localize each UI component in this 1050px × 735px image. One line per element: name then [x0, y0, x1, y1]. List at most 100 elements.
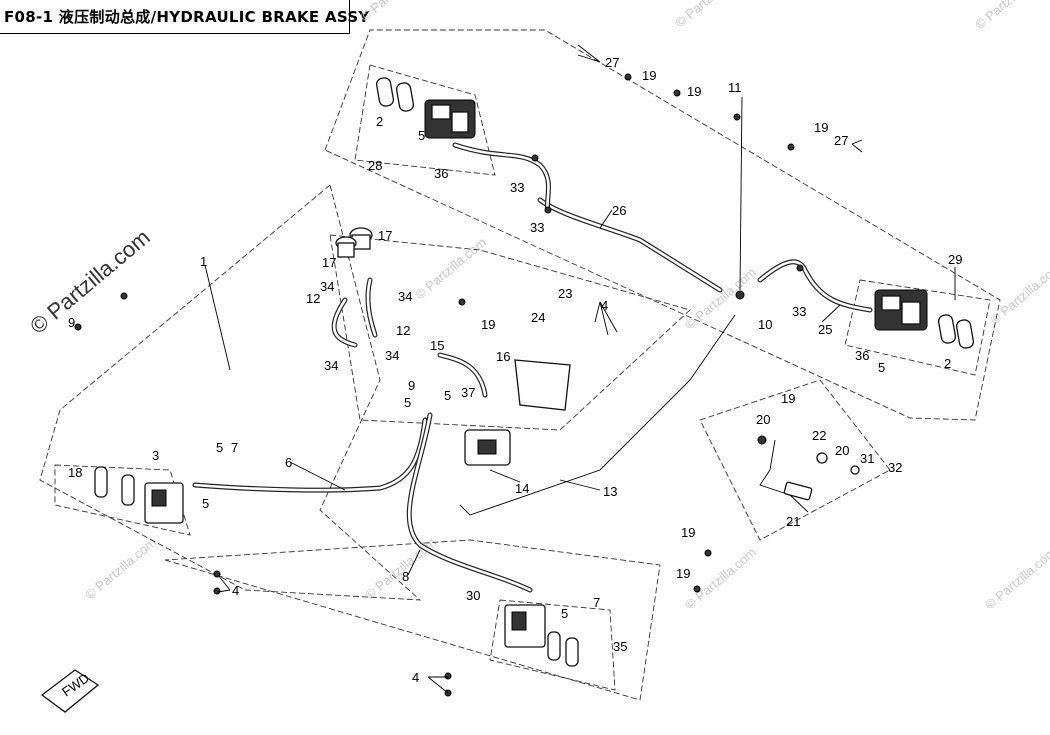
brake-pad-fl-2 — [395, 82, 415, 112]
outline-front-left — [39, 184, 422, 601]
outline-caliper-rear — [489, 599, 616, 691]
brake-pad-fr-2 — [955, 319, 975, 349]
bracket-16 — [514, 359, 571, 411]
callout-5-left-b: 5 — [202, 496, 209, 511]
callout-36-right: 36 — [855, 348, 869, 363]
callout-35: 35 — [613, 639, 627, 654]
callout-19-d: 19 — [481, 317, 495, 332]
callout-15: 15 — [430, 338, 444, 353]
callout-4-left: 4 — [232, 583, 239, 598]
brake-pad-35-1 — [547, 631, 561, 661]
callout-34-d: 14 — [515, 481, 529, 496]
callout-33-a: 33 — [510, 180, 524, 195]
callout-33-c: 33 — [792, 304, 806, 319]
callout-30: 30 — [466, 588, 480, 603]
callout-11: 11 — [728, 80, 742, 95]
brake-pad-fl-1 — [375, 77, 395, 107]
callout-32: 32 — [888, 460, 902, 475]
watermark-top2: © Partzilla.com — [672, 0, 749, 30]
callout-2-top: 2 — [376, 114, 383, 129]
callout-labels: 27 19 19 11 2 5 28 36 33 33 26 19 27 29 … — [68, 55, 962, 685]
callout-1: 1 — [200, 254, 207, 269]
fwd-arrow — [40, 669, 100, 713]
callout-5-top: 5 — [418, 128, 425, 143]
callout-5-right: 5 — [878, 360, 885, 375]
callout-4-bottom: 4 — [412, 670, 419, 685]
outline-main-top — [324, 29, 1001, 421]
callout-19-b: 19 — [687, 84, 701, 99]
callout-27-top: 27 — [605, 55, 619, 70]
callout-34-left: 34 — [324, 358, 338, 373]
outline-caliper-left — [54, 464, 191, 536]
pipe-13 — [459, 314, 736, 516]
dashed-outlines — [39, 29, 1001, 701]
outline-caliper-fl — [354, 64, 496, 176]
callout-16: 16 — [496, 349, 510, 364]
callout-4-mid: 4 — [601, 298, 608, 313]
leader-lines — [204, 44, 956, 694]
callout-20-b: 20 — [835, 443, 849, 458]
callout-5-mid-a: 5 — [404, 395, 411, 410]
callout-2-right: 2 — [944, 356, 951, 371]
callout-19-f: 19 — [681, 525, 695, 540]
callout-10: 10 — [758, 317, 772, 332]
callout-14-a: 34 — [320, 279, 334, 294]
callout-26: 26 — [612, 203, 626, 218]
callout-24: 24 — [531, 310, 545, 325]
callout-12-a: 12 — [306, 291, 320, 306]
callout-25: 25 — [818, 322, 832, 337]
callout-8: 8 — [402, 569, 409, 584]
callout-13: 13 — [603, 484, 617, 499]
callout-18: 18 — [68, 465, 82, 480]
watermark-low1: © Partzilla.com — [82, 534, 159, 602]
callout-5-mid-b: 5 — [444, 388, 451, 403]
callout-17-b: 17 — [322, 255, 336, 270]
callout-5-left-a: 5 — [216, 440, 223, 455]
watermark-low3: © Partzilla.com — [682, 544, 759, 612]
callout-17-a: 17 — [378, 228, 392, 243]
watermark-top: © Partzilla.com — [357, 0, 434, 24]
callout-28: 28 — [368, 158, 382, 173]
callout-9-mid: 9 — [408, 378, 415, 393]
callout-33-b: 33 — [530, 220, 544, 235]
callout-5-bottom: 5 — [561, 606, 568, 621]
callout-23: 23 — [558, 286, 572, 301]
callout-36-top: 36 — [434, 166, 448, 181]
diagram-title: F08-1 液压制动总成/HYDRAULIC BRAKE ASSY — [4, 8, 370, 26]
title-box: F08-1 液压制动总成/HYDRAULIC BRAKE ASSY — [0, 0, 369, 34]
callout-19-a: 19 — [642, 68, 656, 83]
callout-3: 3 — [152, 448, 159, 463]
outline-pedal — [699, 379, 891, 541]
callout-6: 6 — [285, 455, 292, 470]
brake-lines — [192, 142, 873, 593]
callout-19-e: 19 — [781, 391, 795, 406]
callout-27-right: 27 — [834, 133, 848, 148]
watermark-large: © Partzilla.com — [25, 224, 155, 338]
callout-7-left: 7 — [231, 440, 238, 455]
callout-21: 21 — [786, 514, 800, 529]
callout-20-a: 20 — [756, 412, 770, 427]
callout-37: 37 — [461, 385, 475, 400]
brake-pad-18-1 — [94, 466, 108, 498]
brake-pedal — [759, 439, 791, 496]
brake-pad-35-2 — [565, 637, 579, 667]
callout-31: 31 — [860, 451, 874, 466]
callout-29: 29 — [948, 252, 962, 267]
parts: FWD — [40, 73, 975, 713]
callout-19-g: 19 — [676, 566, 690, 581]
brake-pad-fr-1 — [937, 314, 957, 344]
hose-6 — [192, 417, 428, 493]
callout-9-left: 9 — [68, 315, 75, 330]
brake-pad-18-2 — [121, 474, 135, 506]
callout-34-c: 34 — [385, 348, 399, 363]
callout-12-b: 12 — [396, 323, 410, 338]
outline-caliper-fr — [844, 279, 991, 376]
callout-34-b: 34 — [398, 289, 412, 304]
watermark-low4: © Partzilla.com — [982, 544, 1050, 612]
outline-rear-axle — [164, 539, 661, 701]
callout-7-bottom: 7 — [593, 595, 600, 610]
callout-22: 22 — [812, 428, 826, 443]
watermark-top3: © Partzilla.com — [972, 0, 1049, 32]
callout-19-c: 19 — [814, 120, 828, 135]
